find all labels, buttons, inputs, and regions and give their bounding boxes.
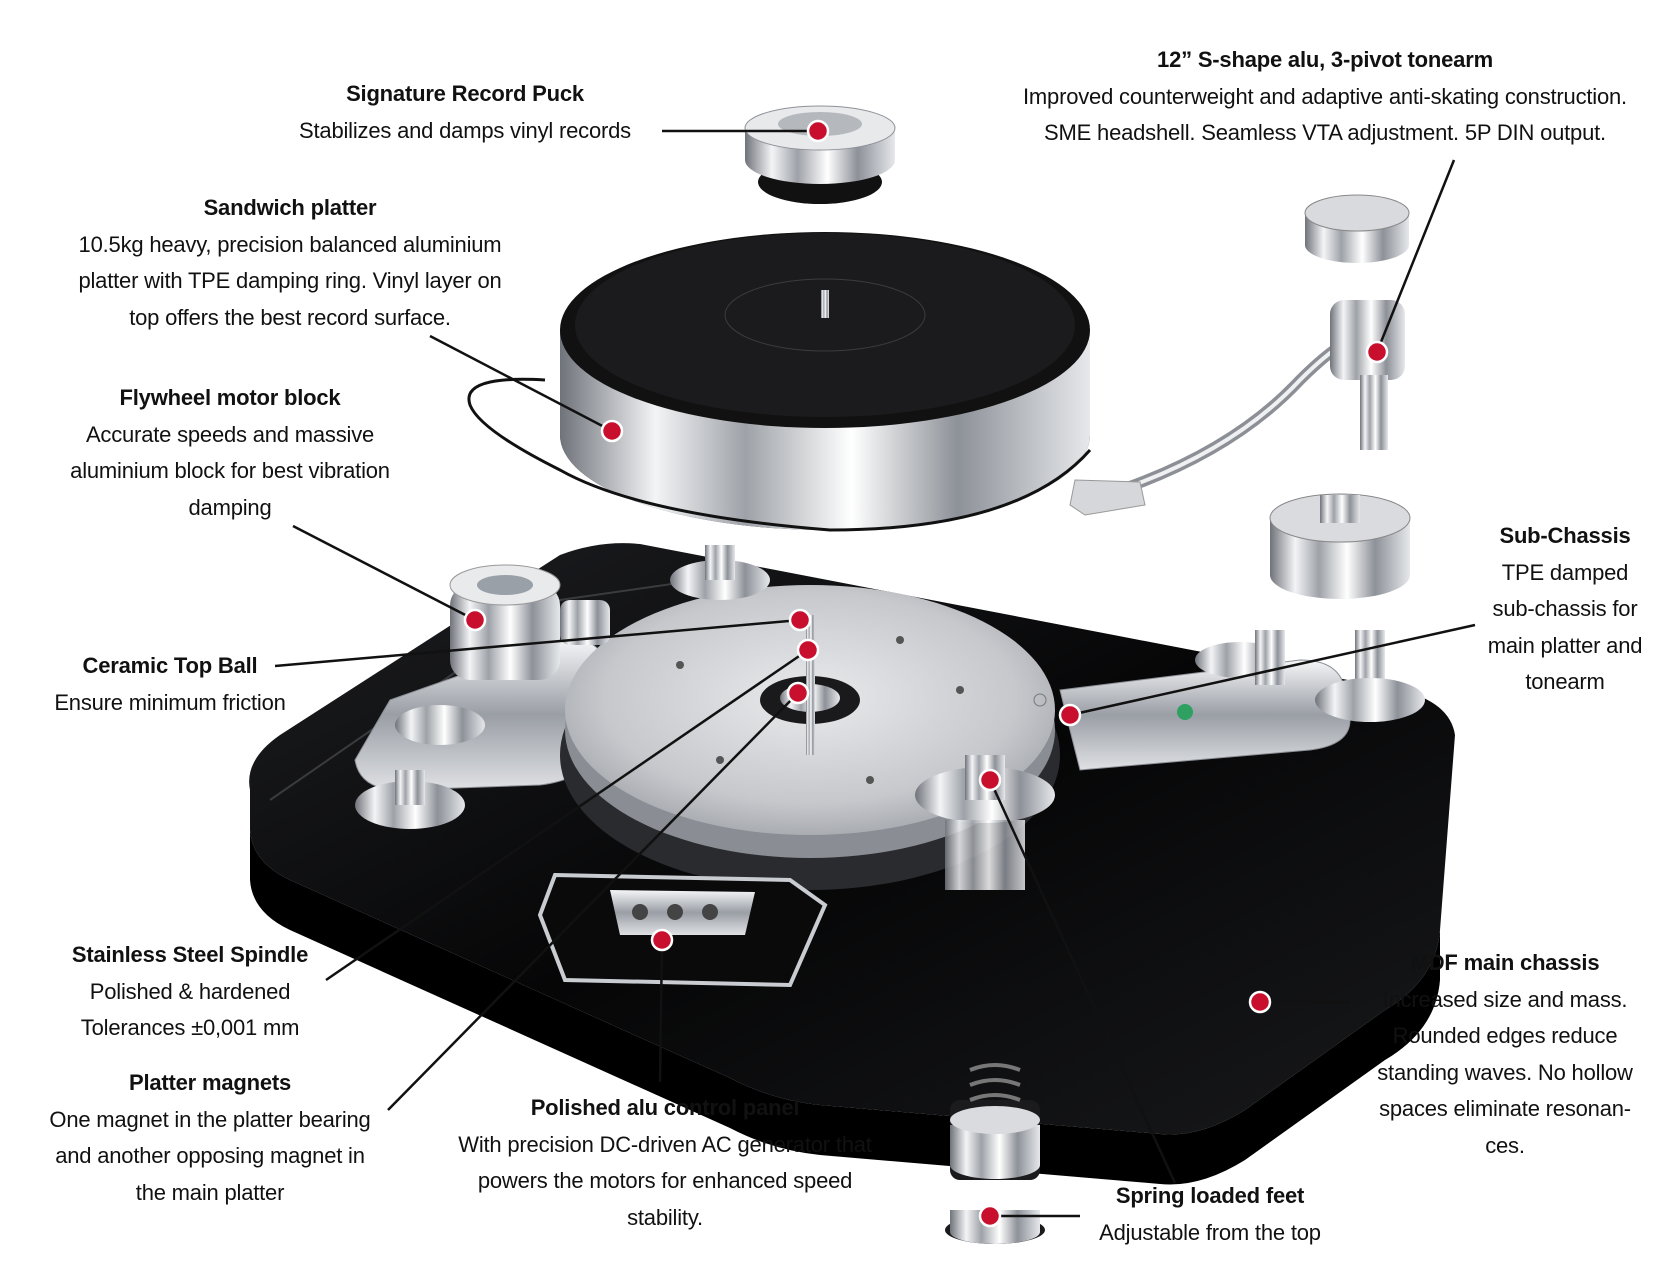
callout-title: Signature Record Puck	[346, 81, 584, 106]
drive-belt	[467, 377, 1092, 532]
marker-spring-feet	[978, 1204, 1002, 1228]
callout-desc: Polished & hardened Tolerances ±0,001 mm	[80, 978, 300, 1041]
callout-tonearm: 12” S-shape alu, 3-pivot tonearm Improve…	[985, 42, 1665, 152]
marker-spindle	[796, 638, 820, 662]
callout-desc: TPE damped sub-chassis for main platter …	[1487, 559, 1643, 695]
marker-mdf-chassis	[1248, 990, 1272, 1014]
marker-sandwich-platter	[600, 419, 624, 443]
marker-platter-magnets	[786, 681, 810, 705]
callout-spindle: Stainless Steel Spindle Polished & harde…	[40, 937, 340, 1047]
callout-desc: Accurate speeds and massive aluminium bl…	[70, 421, 390, 520]
marker-ceramic-ball	[788, 608, 812, 632]
callout-desc: Increased size and mass. Rounded edges r…	[1377, 986, 1633, 1158]
control-panel-body	[537, 872, 828, 988]
callout-platter-magnets: Platter magnets One magnet in the platte…	[20, 1065, 400, 1211]
callout-flywheel: Flywheel motor block Accurate speeds and…	[30, 380, 430, 526]
callout-title: Sandwich platter	[203, 195, 377, 220]
callout-title: Platter magnets	[128, 1070, 292, 1095]
motor-pillars	[355, 545, 770, 829]
marker-control-panel	[650, 928, 674, 952]
callout-title: Spring loaded feet	[1115, 1183, 1305, 1208]
callout-desc: With precision DC-driven AC generator th…	[458, 1131, 872, 1230]
sandwich-platter-body	[467, 232, 1092, 532]
callout-sandwich-platter: Sandwich platter 10.5kg heavy, precision…	[40, 190, 540, 336]
callout-spring-feet: Spring loaded feet Adjustable from the t…	[1075, 1178, 1345, 1251]
leader-lines	[274, 129, 1476, 1218]
marker-tonearm	[1365, 340, 1389, 364]
callout-desc: 10.5kg heavy, precision balanced alumini…	[78, 231, 502, 330]
callout-desc: Ensure minimum friction	[54, 689, 286, 715]
spring-post	[915, 755, 1055, 890]
spring-foot-body	[945, 1063, 1045, 1244]
callout-mdf-chassis: MDF main chassis Increased size and mass…	[1355, 945, 1655, 1164]
spindle-shaft	[806, 615, 815, 755]
callout-sub-chassis: Sub-Chassis TPE damped sub-chassis for m…	[1455, 518, 1675, 701]
marker-sub-chassis	[1058, 703, 1082, 727]
callout-desc: Improved counterweight and adaptive anti…	[1023, 83, 1627, 146]
callout-title: 12” S-shape alu, 3-pivot tonearm	[1157, 47, 1493, 72]
callout-desc: One magnet in the platter bearing and an…	[49, 1106, 371, 1205]
tonearm-parts	[1069, 194, 1411, 599]
callout-markers	[463, 119, 1389, 1228]
callout-title: Flywheel motor block	[119, 385, 341, 410]
tonearm-base-posts	[1177, 630, 1425, 722]
callout-desc: Stabilizes and damps vinyl records	[299, 117, 631, 143]
callout-title: Polished alu control panel	[530, 1095, 800, 1120]
callout-title: Stainless Steel Spindle	[71, 942, 309, 967]
callout-ceramic-ball: Ceramic Top Ball Ensure minimum friction	[30, 648, 310, 721]
callout-control-panel: Polished alu control panel With precisio…	[430, 1090, 900, 1236]
marker-spring-feet-post	[978, 768, 1002, 792]
callout-title: Ceramic Top Ball	[82, 653, 258, 678]
marker-record-puck	[806, 119, 830, 143]
callout-title: MDF main chassis	[1410, 950, 1600, 975]
marker-flywheel	[463, 608, 487, 632]
callout-title: Sub-Chassis	[1499, 523, 1631, 548]
callout-record-puck: Signature Record Puck Stabilizes and dam…	[270, 76, 660, 149]
callout-desc: Adjustable from the top	[1099, 1219, 1321, 1245]
